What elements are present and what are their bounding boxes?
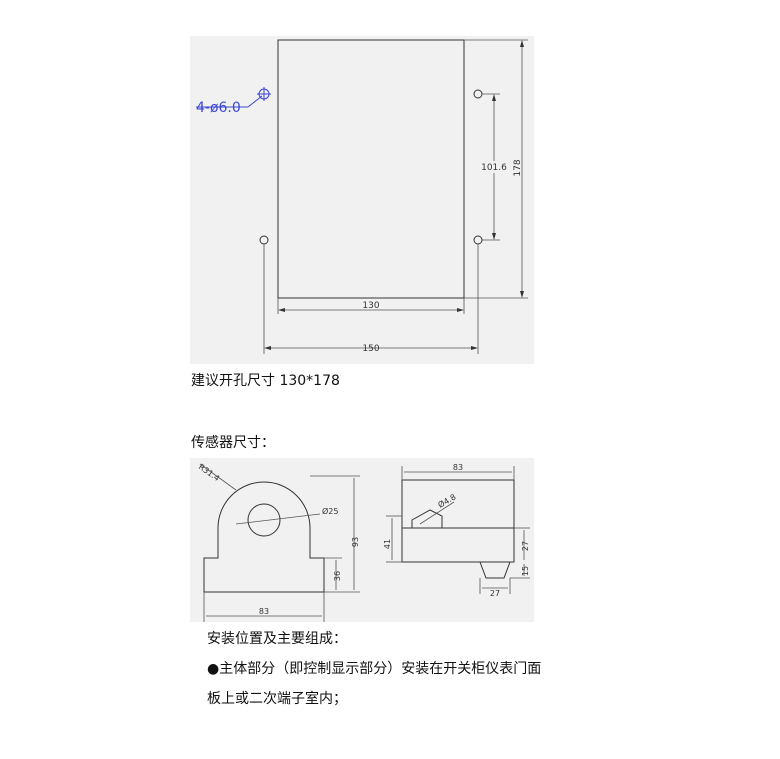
height-15-label: 15 <box>521 566 530 576</box>
mount-hole-bottom-left <box>259 235 269 245</box>
width-27-label: 27 <box>490 589 500 598</box>
install-title: 安装位置及主要组成： <box>207 631 347 647</box>
install-bullet-line-2: 板上或二次端子室内； <box>207 691 347 707</box>
dim-150-label: 150 <box>362 344 379 354</box>
upper-mount-bracket <box>411 509 443 528</box>
sensor-side-outline <box>401 479 515 563</box>
height-41-label: 41 <box>383 539 392 549</box>
install-bullet-line-1: ●主体部分（即控制显示部分）安装在开关柜仪表门面 <box>207 660 541 678</box>
sensor-drawing-panel: R31.4 Ø25 93 36 83 83 Ø4.8 41 <box>190 458 534 622</box>
bullet-icon: ● <box>207 661 220 677</box>
cutout-drawing-panel: 4-ø6.0 130 150 178 101.6 <box>190 36 534 364</box>
install-bullet-text-1: 主体部分（即控制显示部分）安装在开关柜仪表门面 <box>219 661 542 677</box>
width-83-left-label: 83 <box>259 607 269 616</box>
mount-hole-top-right <box>473 89 483 99</box>
height-36-label: 36 <box>333 571 342 581</box>
dim-178-label: 178 <box>513 159 523 176</box>
height-27-label: 27 <box>521 541 530 551</box>
height-93-label: 93 <box>351 537 360 547</box>
sensor-size-caption: 传感器尺寸： <box>191 435 275 451</box>
lower-mount-bracket <box>479 561 511 579</box>
core-diameter-label: Ø25 <box>322 506 338 516</box>
width-83-right-label: 83 <box>453 463 463 472</box>
sensor-drawing: R31.4 Ø25 93 36 83 83 Ø4.8 41 <box>197 462 530 622</box>
sensor-front-outline <box>203 481 325 593</box>
sensor-core-hole <box>247 503 281 537</box>
mount-hole-bottom-right <box>473 235 483 245</box>
cutout-caption: 建议开孔尺寸 130*178 <box>191 373 340 389</box>
cutout-drawing: 4-ø6.0 130 150 178 101.6 <box>196 39 528 354</box>
dim-130-label: 130 <box>362 301 379 311</box>
panel-outline <box>277 39 465 299</box>
hole-callout-label: 4-ø6.0 <box>196 100 241 116</box>
dim-101-6-label: 101.6 <box>481 163 507 173</box>
radius-label: R31.4 <box>197 462 221 483</box>
